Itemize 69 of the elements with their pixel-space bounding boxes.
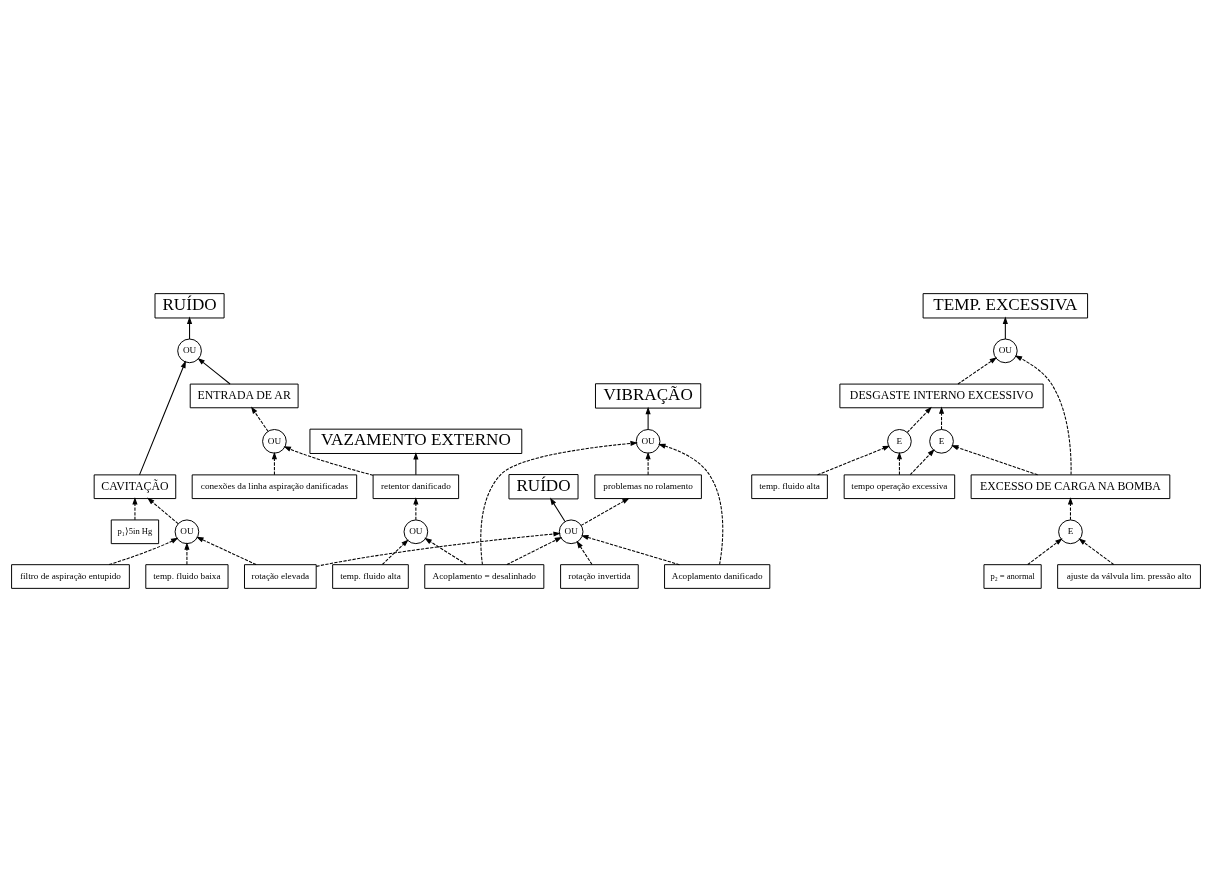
arrow — [580, 497, 630, 526]
node-box: ajuste da válvula lim. pressão alto — [1057, 563, 1201, 589]
arrow — [1027, 537, 1063, 565]
arrow — [139, 360, 186, 475]
arrow — [957, 356, 998, 385]
arrow — [480, 440, 638, 565]
node-box: filtro de aspiração entupido — [11, 563, 130, 589]
node-circle: OU — [262, 428, 287, 454]
arrow — [1002, 316, 1008, 339]
arrow — [184, 541, 190, 565]
arrow — [132, 496, 138, 520]
node-box: conexões da linha aspiração danificadas — [191, 473, 358, 499]
arrow — [506, 536, 563, 565]
node-box: VAZAMENTO EXTERNO — [309, 428, 523, 454]
node-box: TEMP. EXCESSIVA — [922, 292, 1089, 318]
node-circle: OU — [993, 338, 1018, 363]
arrow — [896, 451, 902, 475]
node-box: Acoplamento danificado — [664, 563, 771, 589]
arrow — [424, 537, 467, 565]
arrow — [938, 405, 945, 430]
arrow — [283, 445, 374, 476]
node-box: rotação elevada — [244, 563, 317, 589]
arrow — [909, 448, 935, 475]
arrow — [271, 451, 277, 475]
arrow — [196, 536, 257, 565]
node-circle: E — [887, 428, 912, 454]
arrow — [576, 540, 593, 565]
arrow — [1067, 496, 1074, 520]
arrow — [108, 537, 179, 565]
arrow — [197, 357, 231, 385]
arrow — [1078, 537, 1115, 565]
arrow — [1014, 354, 1072, 475]
node-box: RUÍDO — [508, 473, 579, 499]
node-box: rotação invertida — [560, 563, 639, 589]
arrow — [413, 496, 419, 520]
node-box: tempo operação excessiva — [843, 473, 956, 499]
node-circle: OU — [174, 518, 200, 544]
arrow — [951, 444, 1039, 475]
arrow — [250, 406, 269, 432]
node-box: Acoplamento = desalinhado — [424, 563, 545, 589]
node-box: EXCESSO DE CARGA NA BOMBA — [970, 473, 1171, 499]
arrow — [413, 451, 419, 475]
node-box: DESGASTE INTERNO EXCESSIVO — [839, 383, 1044, 408]
node-circle: OU — [558, 518, 584, 544]
node-box: temp. fluido alta — [751, 473, 828, 499]
arrow — [906, 406, 932, 433]
node-box: VIBRAÇÃO — [594, 382, 702, 409]
node-circle: OU — [635, 428, 661, 454]
arrow — [581, 534, 680, 565]
node-box: ENTRADA DE AR — [189, 383, 299, 408]
node-box: problemas no rolamento — [594, 473, 702, 499]
arrow — [186, 316, 193, 339]
node-box: temp. fluido alta — [332, 563, 409, 589]
node-box: p₂ = anormal — [983, 563, 1042, 589]
node-box: RUÍDO — [154, 292, 225, 318]
node-circle: E — [1058, 518, 1083, 544]
node-circle: OU — [177, 338, 202, 363]
node-box: temp. fluido baixa — [145, 563, 229, 589]
arrow — [645, 406, 651, 430]
arrow — [658, 443, 724, 565]
arrow — [147, 497, 179, 524]
arrow — [817, 445, 891, 475]
arrow — [549, 497, 566, 522]
node-box: CAVITAÇÃO — [93, 473, 177, 499]
arrow — [381, 538, 409, 565]
arrow — [645, 451, 651, 475]
arrow — [315, 530, 561, 567]
node-box: p₁⟩5in Hg — [110, 518, 160, 544]
node-box: retentor danificado — [372, 473, 460, 499]
